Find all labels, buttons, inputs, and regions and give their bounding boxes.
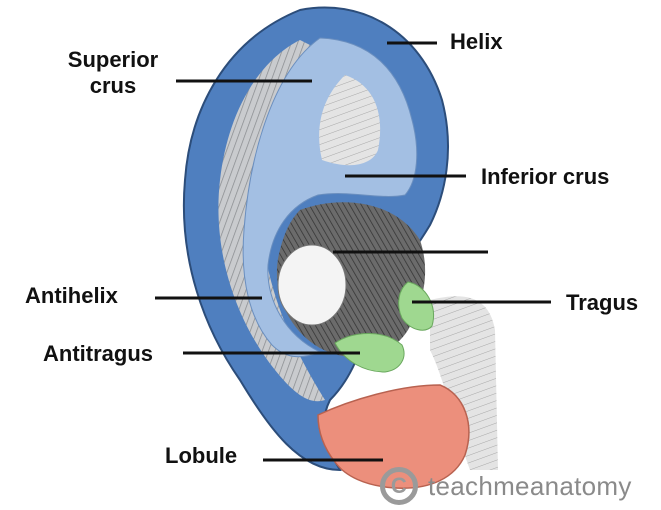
antihelix-label: Antihelix [25, 283, 118, 308]
tragus-region [398, 281, 434, 331]
helix-label: Helix [450, 29, 503, 54]
ear-canal [277, 244, 347, 326]
watermark: C teachmeanatomy [380, 464, 632, 508]
inferior-crus-label: Inferior crus [481, 164, 610, 189]
scapha [218, 40, 325, 402]
antitragus-region [334, 333, 405, 373]
tragus-label: Tragus [566, 290, 639, 315]
lobule-region [317, 384, 470, 489]
watermark-text: teachmeanatomy [428, 470, 632, 501]
triangular-fossa [319, 75, 381, 166]
leader-lines [155, 41, 551, 462]
superior-crus-label-line1: Superior [67, 47, 159, 72]
face-skin [430, 296, 498, 470]
superior-crus-label-line2: crus [89, 73, 137, 98]
copyright-icon: C [380, 467, 418, 505]
lobule-label: Lobule [165, 443, 238, 468]
superior-crus-label: Superior crus [57, 47, 169, 99]
antitragus-label: Antitragus [43, 341, 153, 366]
